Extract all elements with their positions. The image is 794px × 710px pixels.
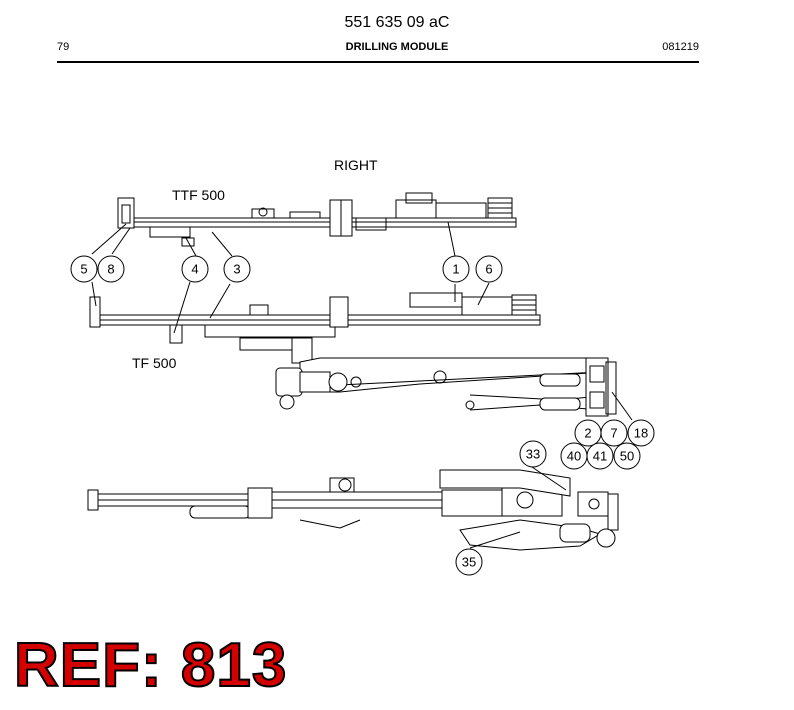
header-rule bbox=[57, 61, 699, 63]
callout-35: 35 bbox=[462, 555, 476, 570]
module-title: DRILLING MODULE bbox=[345, 41, 449, 53]
callout-7: 7 bbox=[610, 426, 617, 441]
view-label: RIGHT bbox=[334, 157, 378, 173]
callout-circles bbox=[70, 255, 655, 576]
ttf-500-label: TTF 500 bbox=[172, 187, 225, 203]
page-number: 79 bbox=[57, 41, 70, 53]
callout-18: 18 bbox=[634, 426, 648, 441]
top-view-drawing bbox=[87, 469, 619, 551]
callout-41: 41 bbox=[593, 449, 607, 464]
leader-lines bbox=[91, 221, 633, 549]
callout-50: 50 bbox=[620, 449, 634, 464]
tf-500-label: TF 500 bbox=[132, 355, 177, 371]
callout-2: 2 bbox=[584, 426, 591, 441]
callout-4: 4 bbox=[191, 262, 198, 277]
callout-33: 33 bbox=[526, 447, 540, 462]
callout-8: 8 bbox=[107, 262, 114, 277]
callout-5: 5 bbox=[80, 262, 87, 277]
date-code: 081219 bbox=[662, 41, 699, 53]
tf-500-feed-drawing bbox=[89, 292, 617, 417]
document-number: 551 635 09 aC bbox=[344, 14, 450, 31]
callout-6: 6 bbox=[485, 262, 492, 277]
callout-1: 1 bbox=[452, 262, 459, 277]
ttf-500-feed-drawing bbox=[117, 192, 517, 247]
callout-40: 40 bbox=[567, 449, 581, 464]
callout-3: 3 bbox=[233, 262, 240, 277]
ref-stamp: REF: 813 bbox=[13, 631, 288, 700]
